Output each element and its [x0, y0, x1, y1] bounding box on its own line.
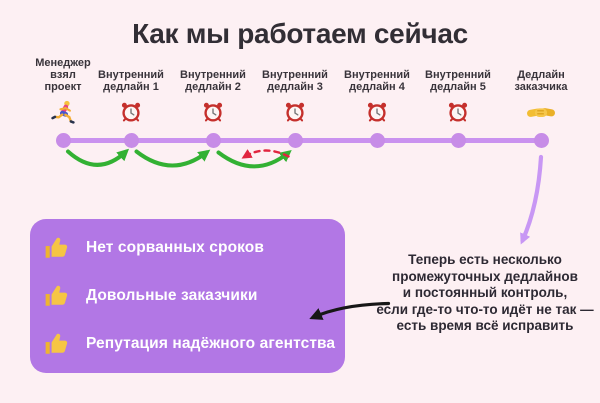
milestone-deadline-3: Внутренний дедлайн 3	[247, 52, 343, 148]
benefit-row: Довольные заказчики	[44, 281, 337, 311]
green-progress-arrow-3	[216, 149, 292, 169]
timeline-dot	[450, 133, 466, 148]
milestone-deadline-4: Внутренний дедлайн 4	[329, 52, 425, 148]
handshake-icon	[526, 99, 556, 125]
milestone-label: Менеджер взял проект	[35, 57, 91, 93]
milestone-manager-start: Менеджер взял проект	[15, 52, 111, 148]
milestone-deadline-2: Внутренний дедлайн 2	[165, 52, 261, 148]
alarm-clock-icon	[284, 99, 306, 125]
timeline-dot	[205, 133, 221, 148]
benefit-label: Репутация надёжного агентства	[86, 335, 336, 352]
note-text: Теперь есть несколько промежуточных дедл…	[376, 252, 594, 334]
green-progress-arrow-1	[66, 148, 130, 167]
purple-pointer-arrow	[520, 154, 544, 245]
page-title: Как мы работаем сейчас	[132, 18, 468, 49]
alarm-clock-icon	[447, 99, 469, 125]
timeline-dot	[55, 133, 71, 148]
benefits-panel: Нет сорванных сроков Довольные заказчики…	[30, 219, 345, 373]
milestone-deadline-5: Внутренний дедлайн 5	[410, 52, 506, 148]
timeline-dot	[533, 133, 549, 148]
benefit-row: Нет сорванных сроков	[44, 233, 337, 263]
milestone-label: Внутренний дедлайн 1	[98, 69, 164, 93]
milestone-label: Дедлайн заказчика	[514, 69, 568, 93]
thumbs-up-icon	[44, 331, 70, 357]
benefit-label: Нет сорванных сроков	[86, 239, 265, 256]
green-progress-arrow-2	[134, 149, 211, 168]
alarm-clock-icon	[120, 99, 142, 125]
milestone-label: Внутренний дедлайн 4	[344, 69, 410, 93]
thumbs-up-icon	[44, 235, 70, 261]
runner-icon	[50, 99, 76, 125]
milestone-client-deadline: Дедлайн заказчика	[493, 52, 589, 148]
benefit-row: Репутация надёжного агентства	[44, 329, 337, 359]
timeline-dot	[287, 133, 303, 148]
milestone-label: Внутренний дедлайн 2	[180, 69, 246, 93]
timeline-dot	[123, 133, 139, 148]
milestone-deadline-1: Внутренний дедлайн 1	[83, 52, 179, 148]
milestone-label: Внутренний дедлайн 5	[425, 69, 491, 93]
alarm-clock-icon	[366, 99, 388, 125]
milestone-label: Внутренний дедлайн 3	[262, 69, 328, 93]
benefit-label: Довольные заказчики	[86, 287, 258, 304]
timeline-dot	[369, 133, 385, 148]
thumbs-up-icon	[44, 283, 70, 309]
red-rollback-arrow	[241, 149, 290, 159]
alarm-clock-icon	[202, 99, 224, 125]
